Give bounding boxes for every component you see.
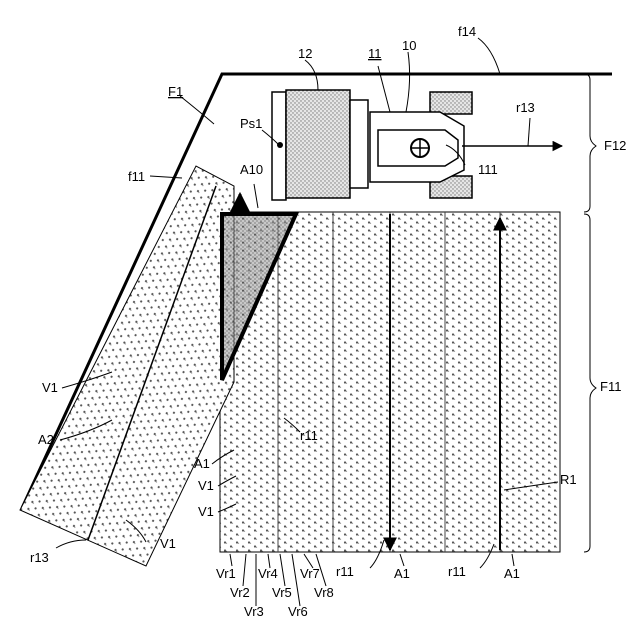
label-r13-bottom: r13 [30, 550, 49, 565]
label-vr8: Vr8 [314, 585, 334, 600]
bracket-main [584, 214, 596, 552]
label-vr1: Vr1 [216, 566, 236, 581]
label-Ps1: Ps1 [240, 116, 262, 131]
implement-hopper [286, 90, 350, 198]
label-R1: R1 [560, 472, 577, 487]
label-A1-right: A1 [504, 566, 520, 581]
label-V1-d: V1 [160, 536, 176, 551]
position-point [277, 142, 283, 148]
label-r11-right: r11 [448, 564, 466, 579]
label-r11-mid: r11 [300, 428, 318, 443]
tractor-assembly [272, 90, 472, 200]
label-vr7: Vr7 [300, 566, 320, 581]
label-A1-mid: A1 [394, 566, 410, 581]
label-111: 111 [478, 162, 498, 177]
label-V1-c: V1 [198, 504, 214, 519]
label-F12: F12 [604, 138, 626, 153]
label-11: 11 [368, 46, 382, 61]
label-vr3: Vr3 [244, 604, 264, 619]
label-A1-left: A1 [194, 456, 210, 471]
label-f14: f14 [458, 24, 476, 39]
tractor-rear-wheel-top [430, 92, 472, 114]
label-r13-top: r13 [516, 100, 535, 115]
label-F1: F1 [168, 84, 183, 99]
label-f11: f11 [128, 169, 145, 184]
label-vr6: Vr6 [288, 604, 308, 619]
label-vr2: Vr2 [230, 585, 250, 600]
label-A2: A2 [38, 432, 54, 447]
label-vr5: Vr5 [272, 585, 292, 600]
label-V1-b: V1 [198, 478, 214, 493]
label-10: 10 [402, 38, 416, 53]
label-A10: A10 [240, 162, 263, 177]
bracket-top [584, 74, 596, 212]
label-vr4: Vr4 [258, 566, 278, 581]
implement-hitch [350, 100, 368, 188]
label-V1-a: V1 [42, 380, 58, 395]
label-F11: F11 [600, 379, 621, 394]
label-12: 12 [298, 46, 312, 61]
label-r11-left: r11 [336, 564, 354, 579]
